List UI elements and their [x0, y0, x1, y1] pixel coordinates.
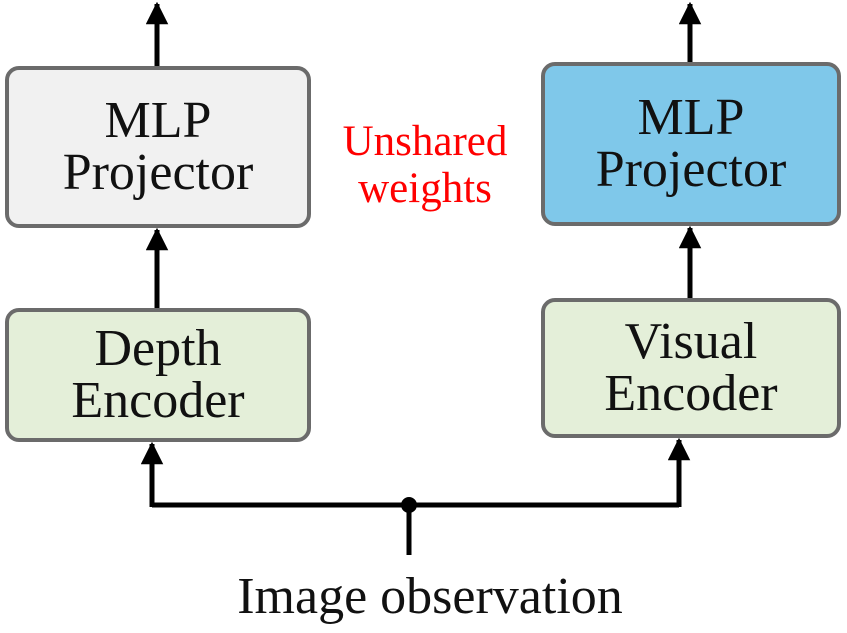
depth-encoder-line1: Depth	[94, 320, 222, 377]
visual-encoder-line1: Visual	[624, 313, 758, 370]
right-projector-line1: MLP	[637, 89, 745, 146]
unshared-weights-note: Unshared weights	[322, 118, 528, 213]
left-mlp-projector-box: MLP Projector	[5, 66, 311, 228]
left-projector-line1: MLP	[104, 92, 212, 149]
visual-encoder-line2: Encoder	[604, 365, 778, 422]
right-mlp-projector-box: MLP Projector	[541, 62, 841, 226]
image-observation-label: Image observation	[237, 568, 623, 625]
split-junction-dot	[401, 497, 417, 513]
visual-encoder-box: Visual Encoder	[541, 298, 841, 438]
left-projector-line2: Projector	[62, 144, 254, 201]
note-line1: Unshared	[342, 118, 508, 165]
note-line2: weights	[358, 165, 492, 213]
depth-encoder-box: Depth Encoder	[5, 308, 311, 442]
depth-encoder-line2: Encoder	[71, 372, 245, 429]
right-projector-line2: Projector	[595, 141, 787, 198]
